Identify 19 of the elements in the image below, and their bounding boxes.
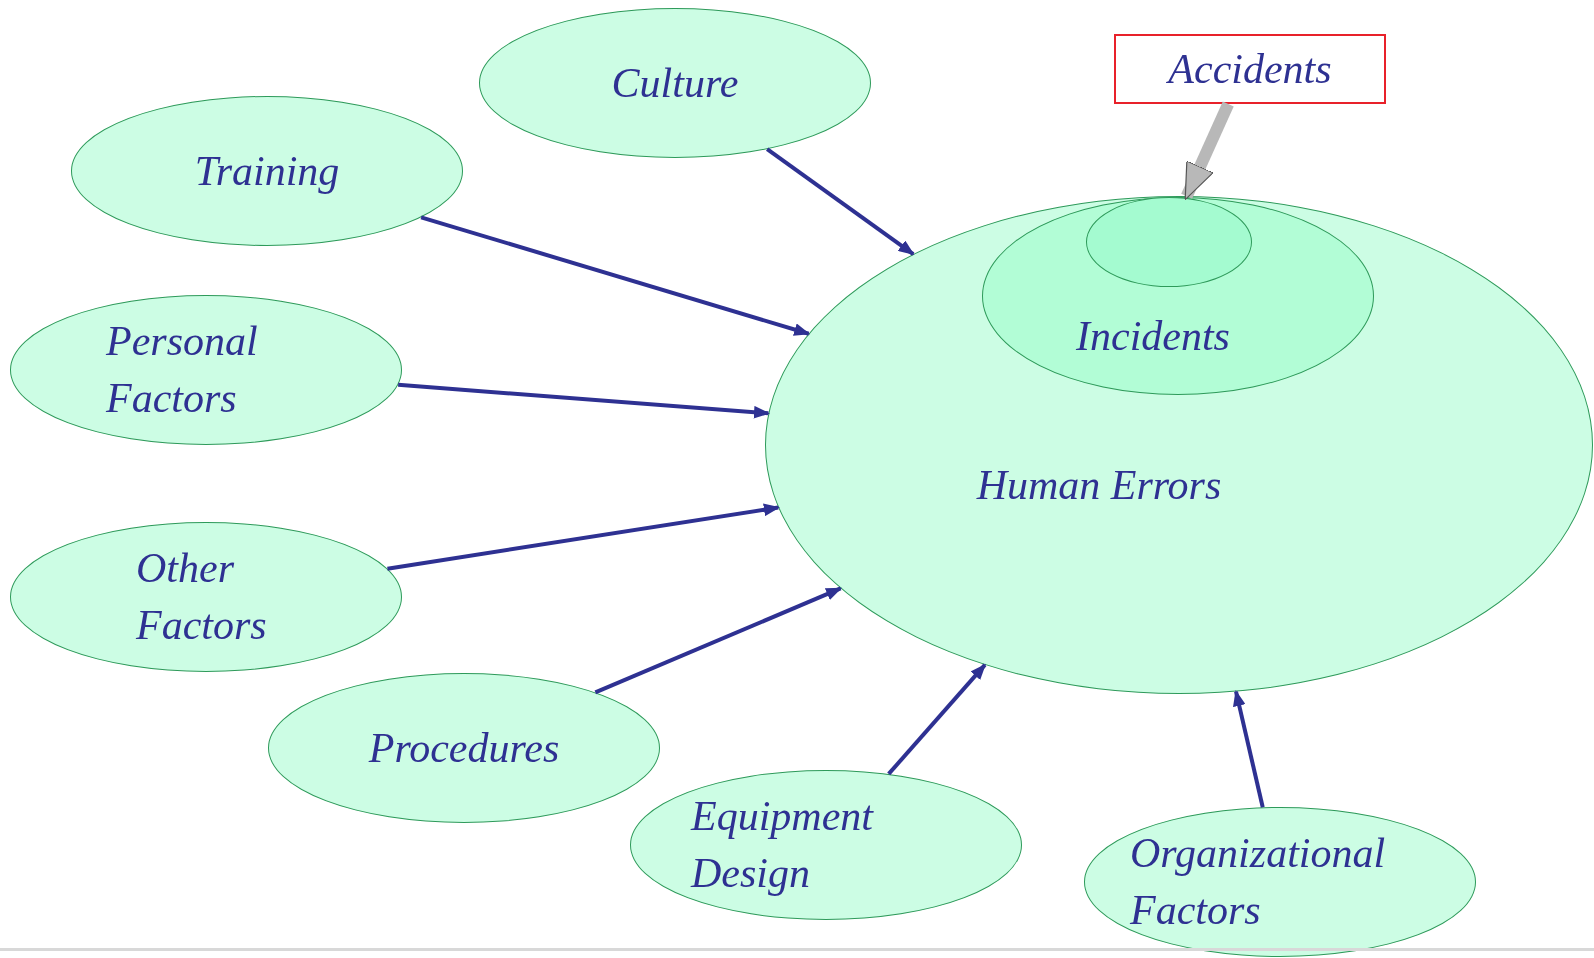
node-label: Equipment Design (691, 792, 875, 898)
node-label: Other Factors (136, 544, 268, 650)
arrow (594, 586, 843, 695)
arrow (766, 147, 915, 256)
label-box (1114, 34, 1386, 104)
node-label: Organizational Factors (1130, 829, 1387, 935)
node-label: Culture (611, 58, 739, 108)
arrow (1233, 690, 1265, 808)
arrow (398, 382, 770, 419)
node-label: Personal Factors (106, 317, 259, 423)
node-label: Incidents (1076, 312, 1230, 361)
arrow (887, 663, 987, 776)
arrow (420, 215, 811, 336)
node-label: Human Errors (976, 461, 1222, 510)
node-label: Procedures (368, 723, 560, 773)
arrow (1181, 101, 1234, 201)
node-label: Accidents (1168, 44, 1332, 94)
arrow (387, 503, 780, 571)
node-label: Training (194, 146, 340, 196)
